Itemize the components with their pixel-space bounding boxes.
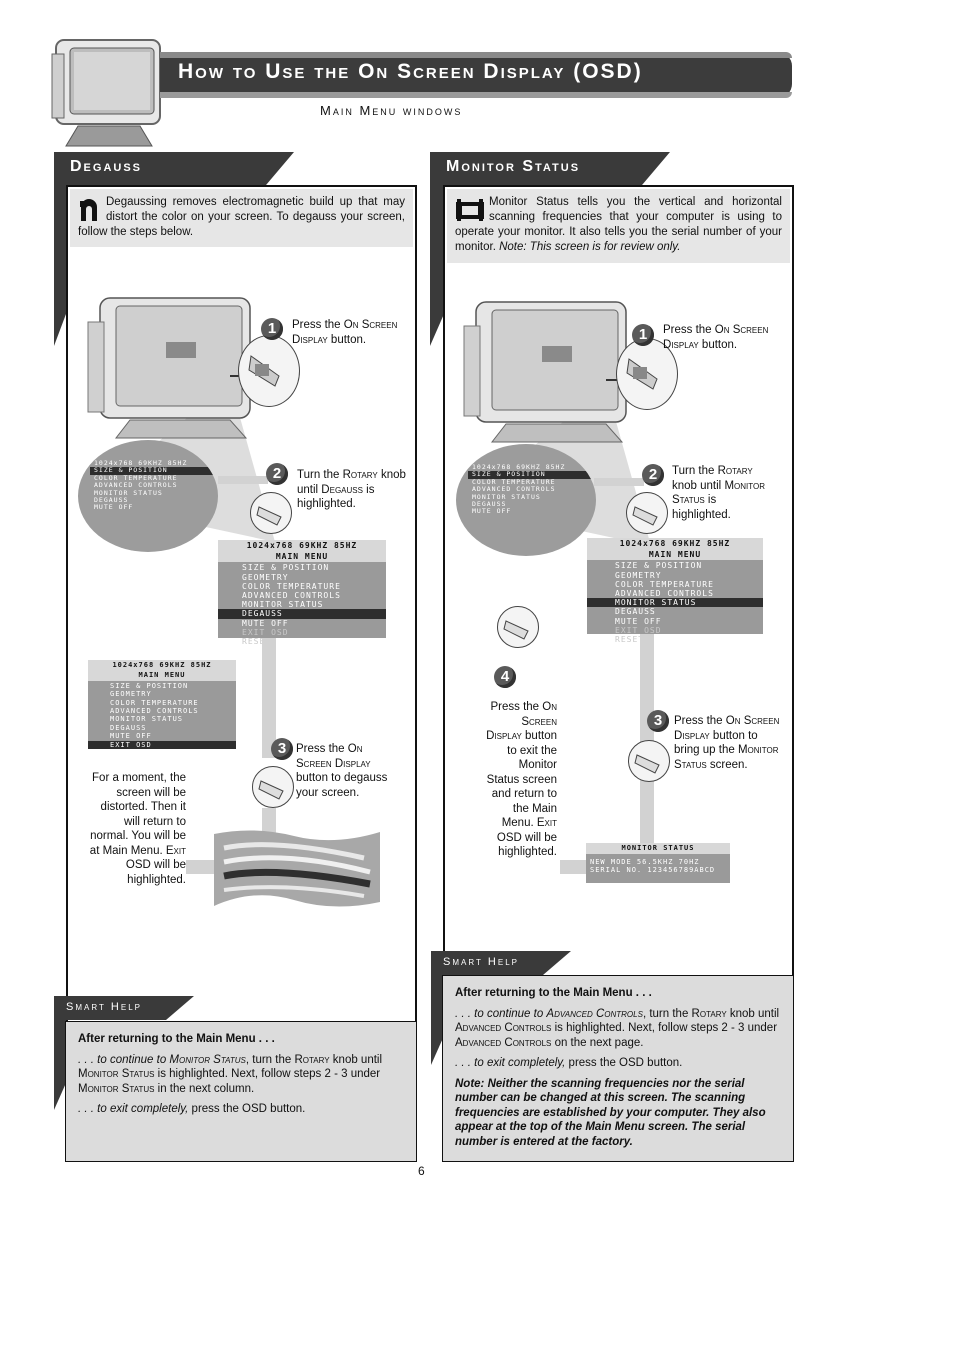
degauss-result-menu: 1024x768 69KHZ 85HZ MAIN MENU SIZE & POS…	[88, 660, 236, 750]
osd-button-closeup-icon	[238, 335, 300, 407]
monitor-status-step-2-text: Turn the Rotary knob until Monitor Statu…	[672, 465, 765, 521]
distorted-screen-illustration	[214, 828, 380, 908]
osd-button-press-icon	[252, 766, 294, 808]
degauss-step-1-text: Press the On Screen Display button.	[292, 319, 398, 346]
osd-button-exit-icon	[497, 606, 539, 648]
monitor-status-connector-4	[560, 860, 588, 874]
header-monitor-icon	[48, 34, 166, 148]
monitor-status-step-1-number: 1	[632, 324, 654, 346]
monitor-status-icon	[455, 199, 485, 221]
degauss-note: For a moment, the screen will be distort…	[89, 772, 186, 886]
degauss-highlighted-item: DEGAUSS	[218, 609, 386, 619]
degauss-menu-closeup: 1024x768 69KHZ 85HZ SIZE & POSITION COLO…	[78, 440, 218, 552]
monitor-status-step-3-number: 3	[647, 710, 669, 732]
page-title: How to Use the On Screen Display (OSD)	[178, 60, 643, 83]
smart-help-right-edge	[431, 975, 443, 1065]
monitor-status-step-2-number: 2	[642, 464, 664, 486]
monitor-status-intro: Monitor Status tells you the vertical an…	[447, 189, 790, 263]
header-bar	[160, 52, 792, 98]
monitor-status-step-4-number: 4	[494, 666, 516, 688]
smart-help-tab-left: Smart Help	[54, 996, 194, 1020]
monitor-status-main-menu: 1024x768 69KHZ 85HZ MAIN MENU SIZE & POS…	[587, 538, 763, 644]
monitor-status-section-tab: Monitor Status	[430, 152, 670, 186]
degauss-section-tab: Degauss	[54, 152, 294, 186]
degauss-intro: Degaussing removes electromagnetic build…	[70, 189, 413, 247]
page-subtitle: Main Menu windows	[320, 103, 463, 118]
smart-help-right: After returning to the Main Menu . . . .…	[442, 975, 794, 1162]
monitor-status-highlighted-item: MONITOR STATUS	[587, 598, 763, 608]
rotary-knob-icon-2	[626, 492, 668, 534]
degauss-tab-edge	[54, 186, 66, 346]
degauss-step-2-number: 2	[266, 463, 288, 485]
monitor-status-menu-closeup: 1024x768 69KHZ 85HZ SIZE & POSITION COLO…	[456, 444, 596, 556]
monitor-status-step-3-text: Press the On Screen Display button to br…	[674, 715, 780, 771]
degauss-main-menu: 1024x768 69KHZ 85HZ MAIN MENU SIZE & POS…	[218, 540, 386, 646]
monitor-status-screen: MONITOR STATUS NEW MODE 56.5KHZ 70HZ SER…	[586, 843, 730, 883]
degauss-connector-4	[262, 808, 276, 838]
degauss-step-2-text: Turn the Rotary knob until Degauss is hi…	[297, 469, 406, 510]
monitor-status-step-4-text: Press the On Screen Display button to ex…	[486, 701, 557, 858]
monitor-status-step-1-text: Press the On Screen Display button.	[663, 324, 769, 351]
rotary-knob-icon	[250, 492, 292, 534]
monitor-status-connector-3	[640, 634, 654, 844]
monitor-status-tab-edge	[430, 186, 444, 346]
degauss-icon	[78, 197, 100, 223]
smart-help-left-edge	[54, 1020, 66, 1110]
osd-button-press-icon-2	[628, 740, 670, 782]
degauss-step-3-text: Press the On Screen Display button to de…	[296, 743, 388, 799]
monitor-status-connector-2	[594, 478, 644, 486]
degauss-connector-5	[186, 860, 216, 874]
page-number: 6	[418, 1164, 425, 1178]
degauss-connector-2	[218, 476, 268, 484]
degauss-connector-3	[262, 638, 276, 758]
degauss-step-3-number: 3	[271, 738, 293, 760]
smart-help-left: After returning to the Main Menu . . . .…	[65, 1021, 417, 1162]
degauss-step-1-number: 1	[261, 318, 283, 340]
